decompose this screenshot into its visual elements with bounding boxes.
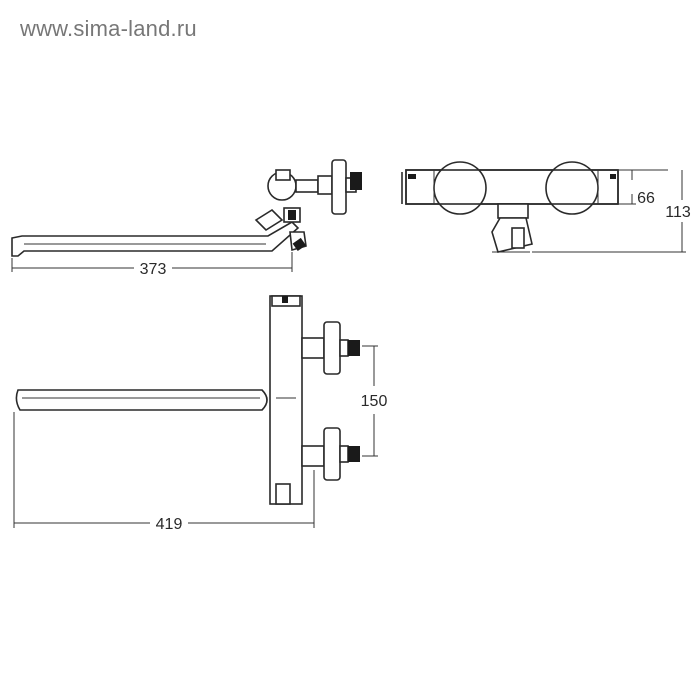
top-view-flange: [331, 159, 347, 215]
dim-label-66: 66: [637, 190, 655, 207]
top-view-spout: [11, 220, 300, 257]
front-view-lower-flange: [323, 427, 341, 481]
front-view-body: [269, 295, 303, 505]
front-view-spout: [15, 389, 268, 411]
side-view: 66 113: [401, 161, 691, 253]
top-view-thread: [350, 172, 362, 190]
dim-label-150: 150: [361, 393, 388, 410]
front-view-upper-flange: [323, 321, 341, 375]
dim-label-113: 113: [665, 204, 691, 221]
front-view: 150 419: [13, 295, 388, 533]
watermark-url: www.sima-land.ru: [20, 16, 197, 41]
dim-label-419: 419: [156, 516, 183, 533]
top-view: 373: [11, 159, 362, 278]
dim-label-373: 373: [140, 261, 167, 278]
